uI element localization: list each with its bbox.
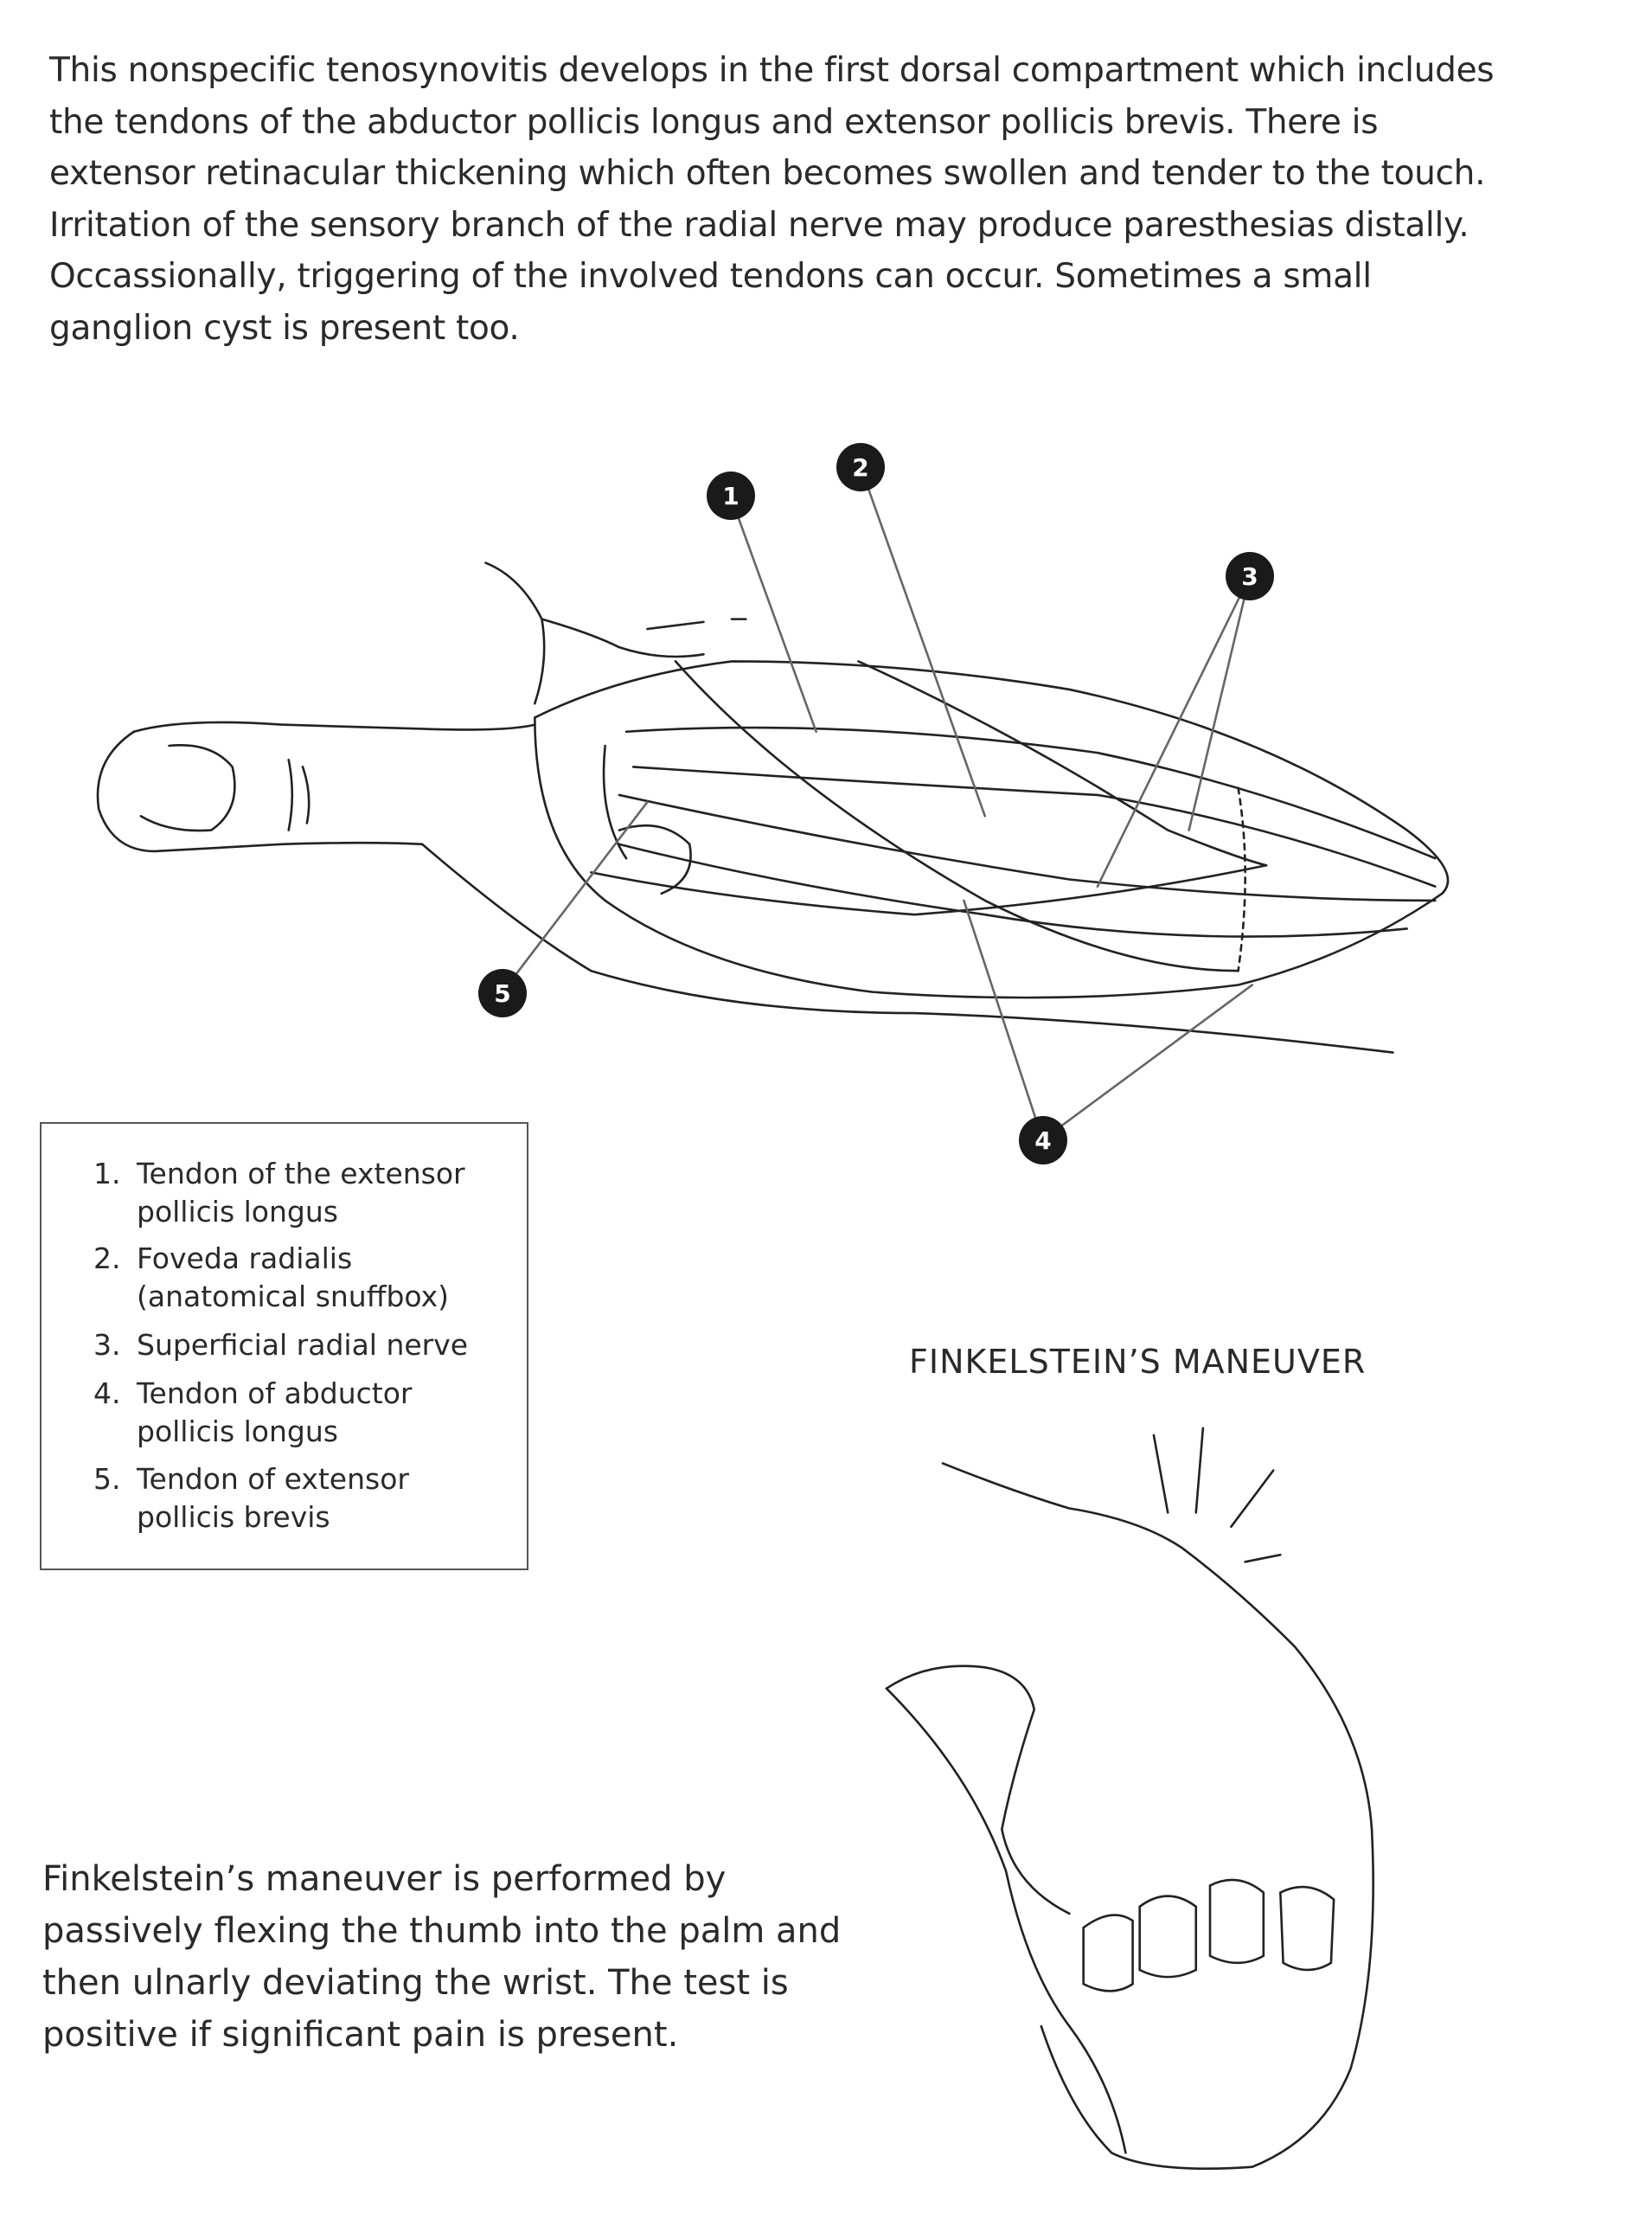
legend-item: 4. Tendon of abductor pollicis longus [93,1375,412,1451]
legend-text: Tendon of the extensor [137,1157,465,1190]
intro-line: the tendons of the abductor pollicis lon… [49,102,1379,142]
intro-line: ganglion cyst is present too. [49,308,520,348]
legend-text: pollicis longus [137,1415,338,1448]
finkelstein-hand-drawing [885,1427,1374,2171]
legend-number: 3. [93,1328,121,1362]
outro-line: Finkelstein’s maneuver is performed by [42,1859,727,1899]
intro-line: This nonspecific tenosynovitis develops … [49,51,1495,90]
outro-line: then ulnarly deviating the wrist. The te… [42,1963,789,2003]
legend-text: Foveda radialis [137,1241,353,1275]
legend-text: Superficial radial nerve [137,1328,469,1362]
callout-1: 1 [707,472,755,520]
legend-number: 1. [93,1157,121,1190]
intro-line: extensor retinacular thickening which of… [49,154,1486,193]
intro-paragraph: This nonspecific tenosynovitis develops … [49,45,1623,354]
callout-3: 3 [1226,552,1274,600]
legend-text: (anatomical snuffbox) [137,1280,449,1313]
legend-text: Tendon of extensor [137,1462,409,1496]
callout-4: 4 [1019,1116,1067,1164]
legend-text: pollicis longus [137,1195,338,1228]
legend-text: pollicis brevis [137,1500,330,1534]
outro-line: positive if significant pain is present. [42,2015,679,2055]
outro-line: passively flexing the thumb into the pal… [42,1911,842,1951]
intro-line: Irritation of the sensory branch of the … [49,205,1470,245]
legend-item: 5. Tendon of extensor pollicis brevis [93,1460,409,1536]
intro-line: Occassionally, triggering of the involve… [49,257,1372,296]
finkelstein-paragraph: Finkelstein’s maneuver is performed by p… [42,1853,841,2061]
legend-number: 4. [93,1376,121,1410]
legend-item: 2. Foveda radialis (anatomical snuffbox) [93,1240,449,1316]
thumb-anatomy-drawing [96,467,1450,1141]
legend-number: 5. [93,1462,121,1496]
callout-2: 2 [836,443,885,491]
legend-item: 1. Tendon of the extensor pollicis longus [93,1155,465,1231]
legend-item: 3. Superficial radial nerve [93,1326,468,1364]
legend-text: Tendon of abductor [137,1376,413,1410]
callout-5: 5 [478,969,527,1017]
legend-number: 2. [93,1241,121,1275]
finkelstein-title: FINKELSTEIN’S MANEUVER [909,1343,1367,1381]
